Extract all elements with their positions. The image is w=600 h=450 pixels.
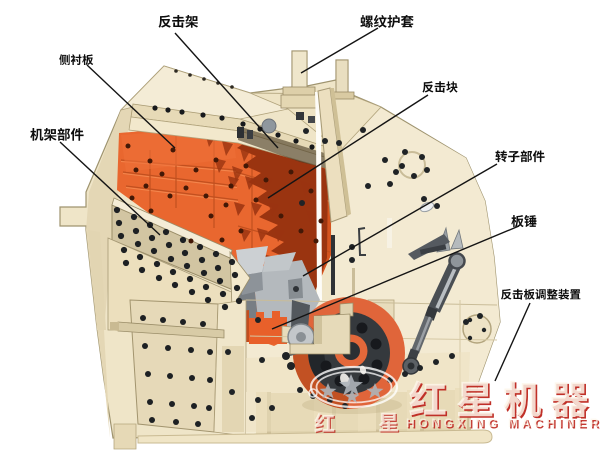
svg-text:HONGXING MACHINERY: HONGXING MACHINERY — [406, 416, 600, 430]
svg-text:HONGXING MACHINERY: HONGXING MACHINERY — [407, 417, 600, 431]
